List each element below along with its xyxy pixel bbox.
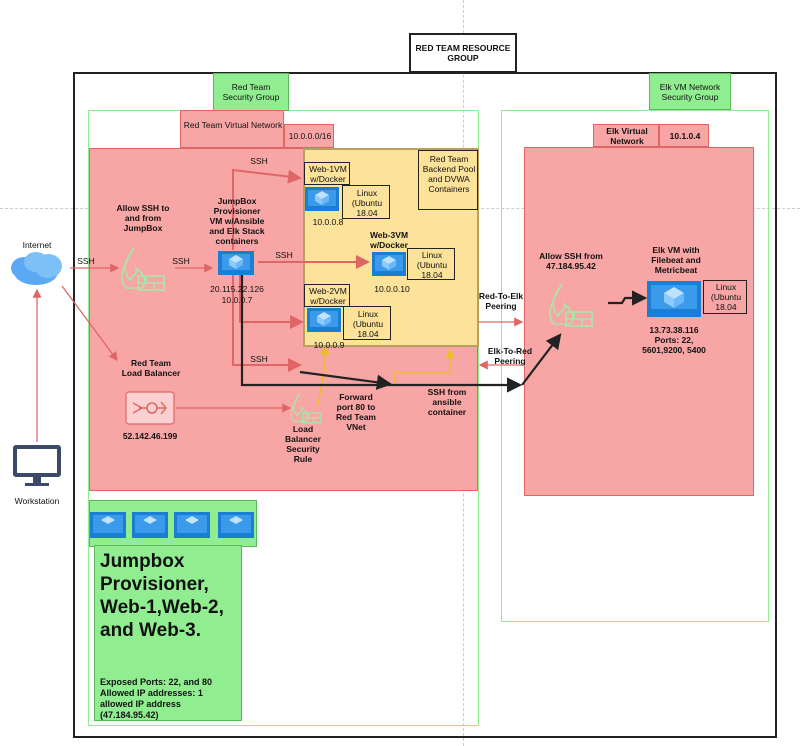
red-security-group-text: Red Team Security Group bbox=[222, 82, 280, 102]
elk-vm-os-box: Linux (Ubuntu 18.04 bbox=[703, 280, 747, 314]
load-balancer-label: Red Team Load Balancer bbox=[121, 358, 181, 378]
internet-to-lb-line bbox=[61, 285, 118, 362]
web3-title: Web-3VM w/Docker bbox=[369, 230, 409, 250]
red-to-elk-label: Red-To-Elk Peering bbox=[478, 291, 524, 311]
red-vnet-label-text: Red Team Virtual Network bbox=[183, 120, 283, 130]
jumpbox-ssh-down-line bbox=[232, 275, 302, 372]
red-vnet-label: Red Team Virtual Network bbox=[180, 110, 284, 148]
ssh-label-internet: SSH bbox=[77, 256, 95, 266]
summary-text-panel: Jumpbox Provisioner, Web-1,Web-2, and We… bbox=[94, 545, 242, 721]
elk-vnet-label-text: Elk Virtual Network bbox=[606, 126, 648, 146]
allow-ssh-elk-label: Allow SSH from 47.184.95.42 bbox=[539, 251, 603, 271]
resource-group-title-text: RED TEAM RESOURCE GROUP bbox=[415, 43, 511, 63]
web3-ip: 10.0.0.10 bbox=[374, 284, 410, 294]
ssh-label-web1: SSH bbox=[250, 156, 268, 166]
elk-security-group-text: Elk VM Network Security Group bbox=[659, 81, 721, 102]
rule-to-pool-line bbox=[317, 345, 330, 406]
internet-label: Internet bbox=[22, 240, 52, 250]
ssh-label-fw: SSH bbox=[172, 256, 190, 266]
web2-os-box: Linux (Ubuntu 18.04 bbox=[343, 306, 391, 340]
summary-vm-icon-2 bbox=[132, 512, 168, 538]
load-balancer-ip: 52.142.46.199 bbox=[122, 431, 178, 441]
web2-title-box: Web-2VM w/Docker bbox=[304, 284, 350, 307]
backend-pool-label-text: Red Team Backend Pool and DVWA Container… bbox=[422, 154, 476, 194]
backend-pool-label: Red Team Backend Pool and DVWA Container… bbox=[418, 150, 478, 210]
red-vnet-cidr-text: 10.0.0.0/16 bbox=[288, 131, 332, 141]
workstation-label: Workstation bbox=[14, 496, 60, 506]
ansible-ssh-line bbox=[240, 275, 523, 393]
elk-vnet-label: Elk Virtual Network bbox=[593, 124, 659, 147]
web1-title: Web-1VM w/Docker bbox=[309, 164, 347, 184]
elk-security-group-boundary bbox=[501, 110, 769, 622]
web1-title-box: Web-1VM w/Docker bbox=[304, 162, 350, 185]
summary-body: Exposed Ports: 22, and 80 Allowed IP add… bbox=[100, 677, 213, 720]
jumpbox-ssh-web1-line bbox=[232, 168, 302, 250]
web3-os: Linux (Ubuntu 18.04 bbox=[416, 250, 448, 280]
elk-security-group-label: Elk VM Network Security Group bbox=[649, 73, 731, 110]
web3-os-box: Linux (Ubuntu 18.04 bbox=[407, 248, 455, 280]
ssh-label-web2: SSH bbox=[250, 354, 268, 364]
summary-vm-icon-1 bbox=[90, 512, 126, 538]
yellow-connectors bbox=[317, 345, 455, 406]
elk-vm-details: 13.73.38.116 Ports: 22, 5601,9200, 5400 bbox=[642, 325, 706, 355]
web2-ip: 10.0.0.9 bbox=[313, 340, 345, 350]
jumpbox-label: JumpBox Provisioner VM w/Ansible and Elk… bbox=[209, 196, 265, 246]
elk-ssh-line bbox=[521, 333, 562, 386]
summary-vm-icon-3 bbox=[174, 512, 210, 538]
jumpbox-ssh-web2-line bbox=[239, 270, 304, 329]
red-security-group-label: Red Team Security Group bbox=[213, 73, 289, 111]
elk-virtual-network bbox=[524, 147, 754, 496]
fw-to-elkvm-line bbox=[608, 290, 648, 306]
allow-ssh-jumpbox-label: Allow SSH to and from JumpBox bbox=[116, 203, 170, 233]
web2-os: Linux (Ubuntu 18.04 bbox=[352, 309, 384, 339]
pool-feed-line bbox=[394, 348, 455, 387]
ansible-ssh-short bbox=[299, 370, 393, 390]
summary-heading: Jumpbox Provisioner, Web-1,Web-2, and We… bbox=[100, 551, 224, 641]
web2-title: Web-2VM w/Docker bbox=[309, 286, 347, 306]
resource-group-container bbox=[73, 72, 777, 738]
red-vnet-cidr: 10.0.0.0/16 bbox=[284, 124, 334, 148]
jumpbox-public-ip: 20.115.22.126 bbox=[210, 284, 264, 294]
elk-vnet-cidr-text: 10.1.0.4 bbox=[669, 131, 701, 141]
ssh-ansible-label: SSH from ansible container bbox=[427, 387, 467, 417]
jumpbox-private-ip: 10.0.0.7 bbox=[221, 295, 253, 305]
elk-vm-os: Linux (Ubuntu 18.04 bbox=[710, 282, 742, 312]
ssh-label-web3: SSH bbox=[275, 250, 293, 260]
web1-os: Linux (Ubuntu 18.04 bbox=[351, 188, 383, 218]
lb-security-rule-label: Load Balancer Security Rule bbox=[285, 424, 321, 464]
web1-ip: 10.0.0.8 bbox=[312, 217, 344, 227]
elk-vnet-cidr: 10.1.0.4 bbox=[659, 124, 709, 147]
elk-vm-title: Elk VM with Filebeat and Metricbeat bbox=[651, 245, 701, 275]
elk-to-red-label: Elk-To-Red Peering bbox=[487, 346, 533, 366]
forward-port-label: Forward port 80 to Red Team VNet bbox=[336, 392, 376, 432]
web1-os-box: Linux (Ubuntu 18.04 bbox=[342, 185, 390, 219]
resource-group-title: RED TEAM RESOURCE GROUP bbox=[409, 33, 517, 73]
black-connectors bbox=[240, 275, 648, 393]
summary-vm-icon-4 bbox=[218, 512, 254, 538]
red-connectors bbox=[32, 168, 524, 442]
